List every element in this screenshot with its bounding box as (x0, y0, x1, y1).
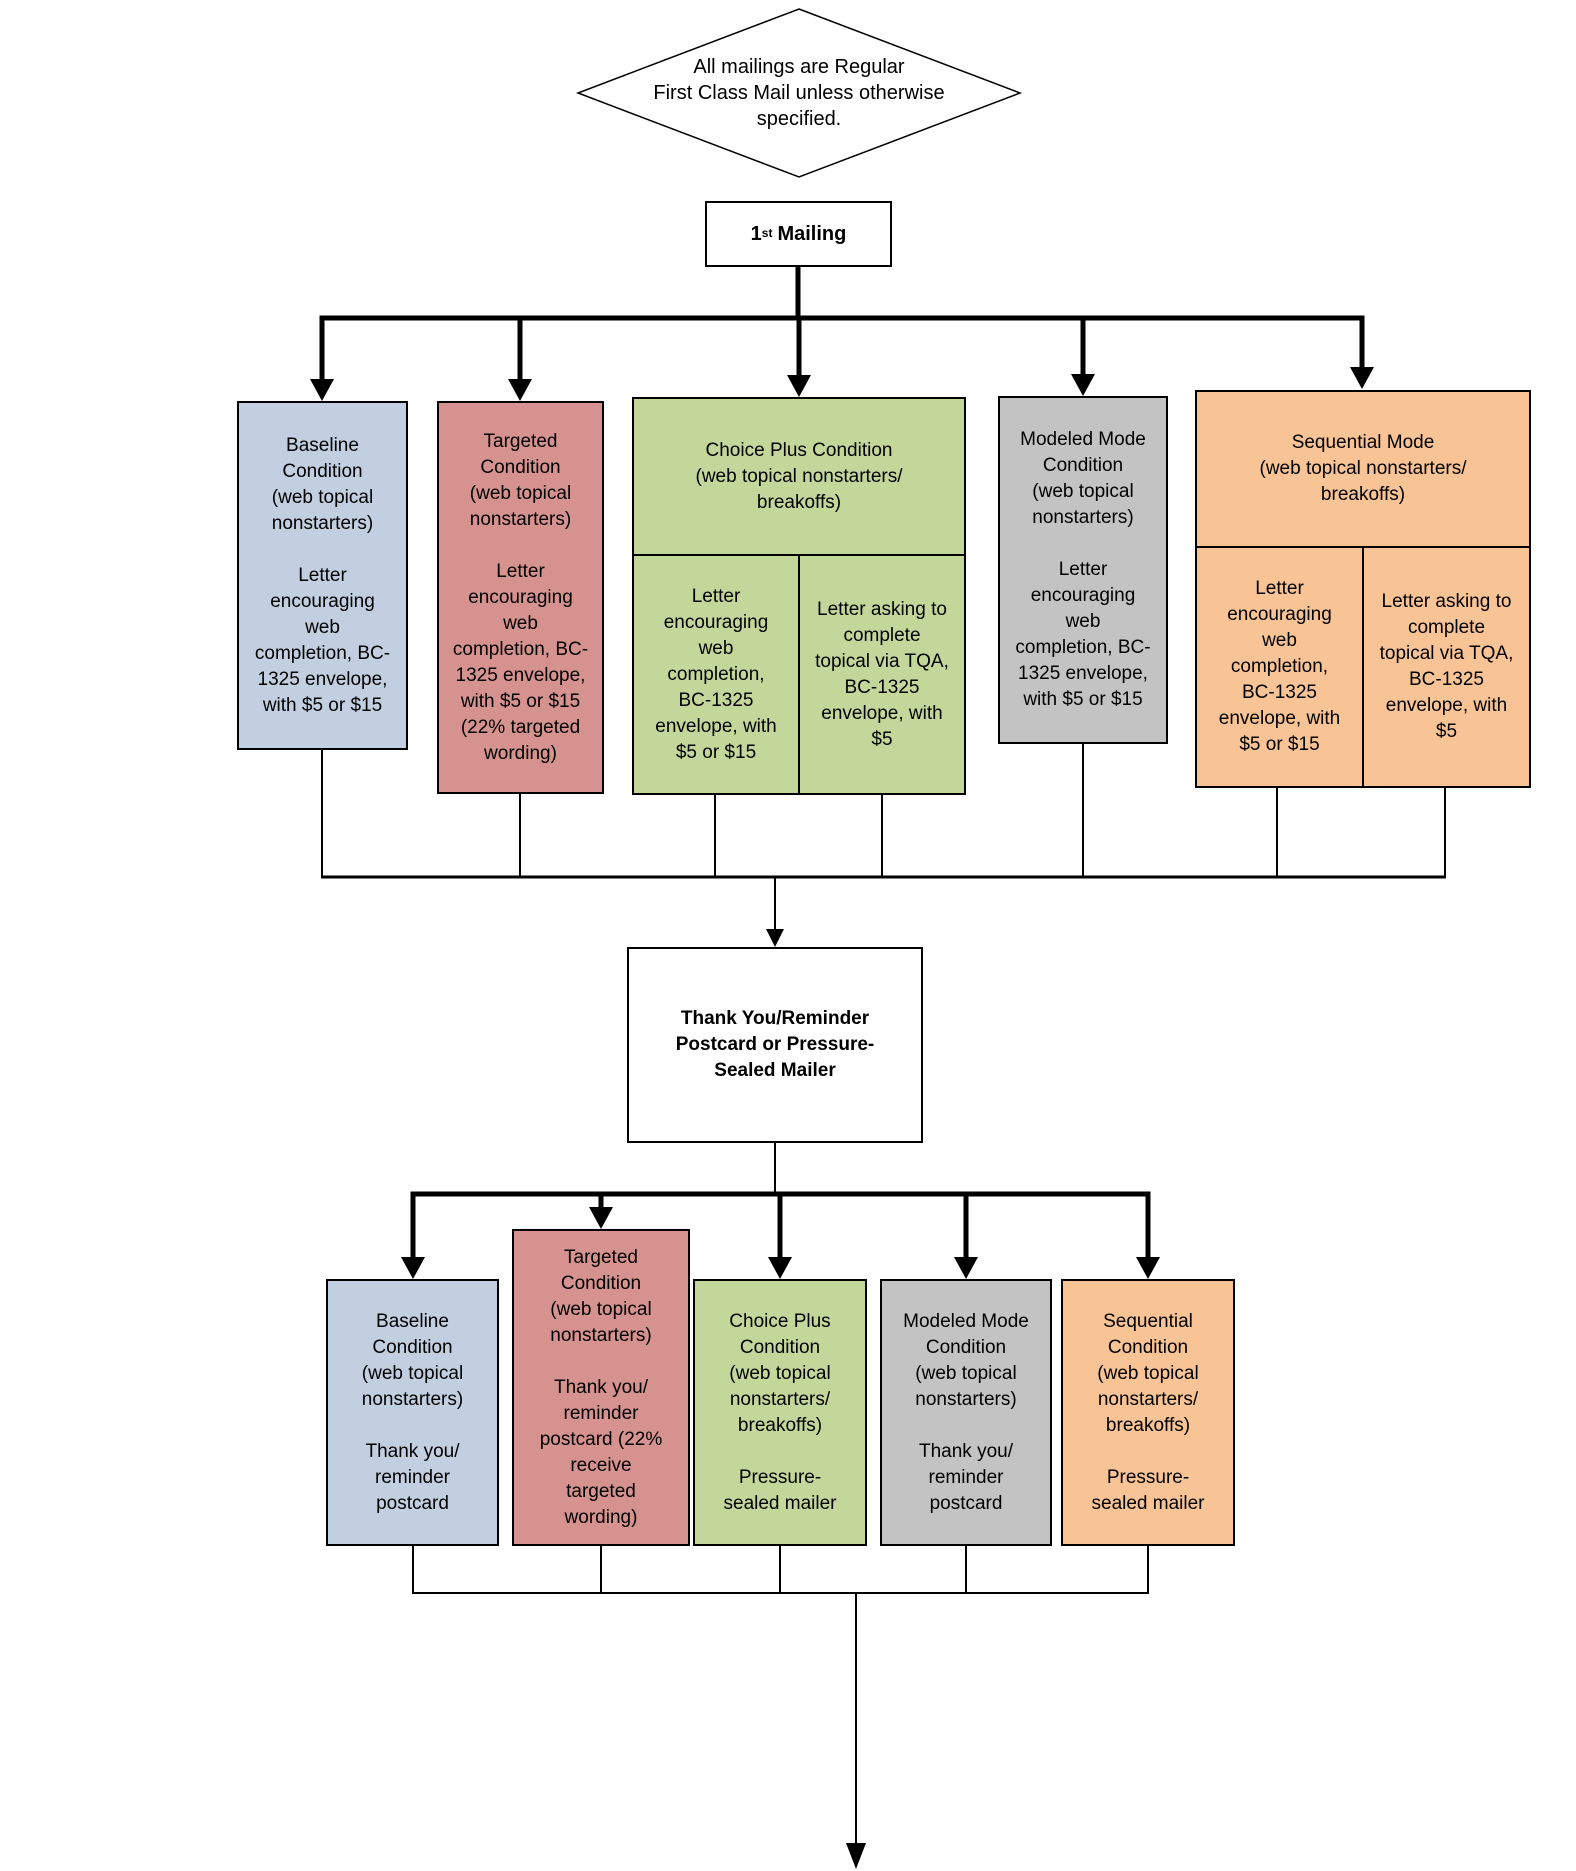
row1-modeled-mode-box: Modeled Mode Condition (web topical nons… (998, 396, 1168, 744)
row2-choice-plus-body: Pressure- sealed mailer (723, 1466, 837, 1514)
row1-baseline-title: Baseline Condition (web topical nonstart… (271, 434, 374, 534)
first-mailing-num: 1 (750, 222, 762, 245)
row2-choice-plus-title: Choice Plus Condition (web topical nonst… (729, 1310, 831, 1436)
row1-sequential-header: Sequential Mode (web topical nonstarters… (1197, 392, 1529, 548)
row2-choice-plus-box: Choice Plus Condition (web topical nonst… (693, 1279, 867, 1546)
row1-baseline-box: Baseline Condition (web topical nonstart… (237, 401, 408, 750)
row2-baseline-title: Baseline Condition (web topical nonstart… (361, 1310, 464, 1410)
row2-baseline-box: Baseline Condition (web topical nonstart… (326, 1279, 499, 1546)
row2-sequential-box: Sequential Condition (web topical nonsta… (1061, 1279, 1235, 1546)
row1-choice-plus-tqa-cell: Letter asking to complete topical via TQ… (815, 598, 949, 750)
row1-sequential-tqa-cell: Letter asking to complete topical via TQ… (1379, 591, 1514, 742)
thank-you-reminder-box: Thank You/Reminder Postcard or Pressure-… (627, 947, 923, 1143)
row1-sequential-letter-cell: Letter encouraging web completion, BC-13… (1197, 548, 1364, 786)
diamond-shape (575, 8, 1023, 178)
row2-targeted-body: Thank you/ reminder postcard (22% receiv… (539, 1376, 663, 1528)
row2-modeled-mode-title: Modeled Mode Condition (web topical nons… (903, 1310, 1029, 1410)
row2-modeled-mode-box: Modeled Mode Condition (web topical nons… (880, 1279, 1052, 1546)
row1-sequential-subrow: Letter encouraging web completion, BC-13… (1197, 548, 1529, 786)
row1-choice-plus-header: Choice Plus Condition (web topical nonst… (634, 399, 964, 556)
arrowheads (310, 367, 1374, 1869)
row2-sequential-body: Pressure- sealed mailer (1091, 1466, 1205, 1514)
first-mailing-label: Mailing (777, 222, 847, 245)
row2-targeted-box: Targeted Condition (web topical nonstart… (512, 1229, 690, 1546)
row1-targeted-box: Targeted Condition (web topical nonstart… (437, 401, 604, 794)
row1-choice-plus-subrow: Letter encouraging web completion, BC-13… (634, 556, 964, 793)
diamond-note: All mailings are Regular First Class Mai… (653, 56, 945, 130)
row1-modeled-mode-title: Modeled Mode Condition (web topical nons… (1020, 429, 1146, 528)
thank-you-reminder-label: Thank You/Reminder Postcard or Pressure-… (675, 1008, 875, 1081)
row1-baseline-body: Letter encouraging web completion, BC- 1… (254, 564, 391, 716)
row1-choice-plus-box: Choice Plus Condition (web topical nonst… (632, 397, 966, 795)
row1-modeled-mode-body: Letter encouraging web completion, BC- 1… (1015, 559, 1151, 710)
row2-targeted-title: Targeted Condition (web topical nonstart… (550, 1246, 652, 1346)
row2-baseline-body: Thank you/ reminder postcard (365, 1440, 460, 1514)
row1-choice-plus-letter-cell: Letter encouraging web completion, BC-13… (634, 556, 800, 793)
row1-targeted-title: Targeted Condition (web topical nonstart… (469, 430, 572, 530)
row2-modeled-mode-body: Thank you/ reminder postcard (919, 1440, 1013, 1514)
row2-sequential-title: Sequential Condition (web topical nonsta… (1097, 1310, 1199, 1436)
row1-sequential-box: Sequential Mode (web topical nonstarters… (1195, 390, 1531, 788)
row1-targeted-body: Letter encouraging web completion, BC- 1… (452, 560, 589, 764)
